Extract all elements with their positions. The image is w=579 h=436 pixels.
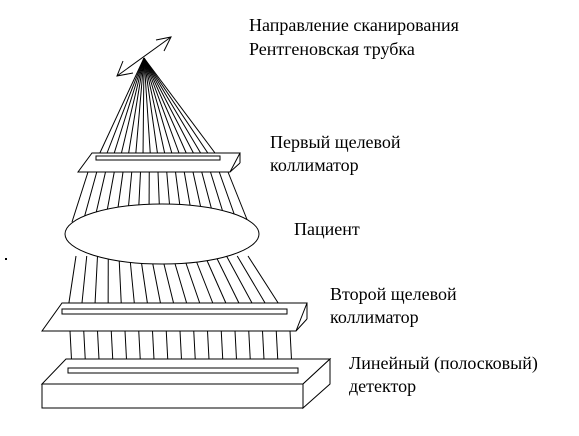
transmitted-beam <box>67 255 77 310</box>
first-collimator-label: Первый щелевой коллиматор <box>270 131 401 177</box>
fan-beam <box>112 57 145 158</box>
patient-ellipse <box>64 203 260 265</box>
transmitted-beam <box>80 255 88 310</box>
fan-beam <box>143 57 174 158</box>
fan-beam <box>143 57 219 158</box>
fan-beam <box>143 57 196 158</box>
stray-dot <box>5 258 7 260</box>
fan-beam <box>143 57 166 158</box>
detector-line-1: Линейный (полосковый) <box>349 353 538 373</box>
fan-beam <box>97 57 145 158</box>
transmitted-beam <box>172 255 189 310</box>
first-collimator-line-2: коллиматор <box>270 155 359 175</box>
first-collimator-line-1: Первый щелевой <box>270 132 401 152</box>
second-collimator-label: Второй щелевой коллиматор <box>330 283 457 329</box>
xray-tube-label: Рентгеновская трубка <box>249 39 415 59</box>
detector-line-2: детектор <box>349 376 417 396</box>
collimated-beam <box>227 171 249 223</box>
scan-direction-arrow <box>116 36 172 77</box>
first-slit-collimator <box>77 152 241 173</box>
fan-beam <box>135 57 145 158</box>
second-collimator-line-1: Второй щелевой <box>330 284 457 304</box>
fan-beam <box>127 57 145 158</box>
transmitted-beam <box>193 255 216 310</box>
fan-beam <box>105 57 145 158</box>
collimated-beam <box>71 171 89 223</box>
transmitted-beam <box>129 255 136 310</box>
scan-direction-label: Направление сканирования <box>249 15 459 35</box>
fan-beam <box>143 57 211 158</box>
fan-beam <box>143 57 181 158</box>
transmitted-beam <box>183 255 203 310</box>
patient-label: Пациент <box>294 219 360 239</box>
transmitted-beam <box>247 255 283 310</box>
second-collimator-line-2: коллиматор <box>330 307 419 327</box>
transmitted-beam <box>118 255 122 310</box>
fan-beam <box>142 57 145 158</box>
second-slit-collimator <box>41 302 308 332</box>
fan-beam <box>143 57 159 158</box>
transmitted-beam <box>140 255 149 310</box>
fan-beam <box>143 57 204 158</box>
fan-beam <box>143 57 151 158</box>
fan-beam <box>120 57 145 158</box>
fan-beam <box>143 57 189 158</box>
detector-label: Линейный (полосковый) детектор <box>349 352 538 398</box>
collimated-beam <box>82 171 98 223</box>
linear-strip-detector <box>40 357 332 410</box>
transmitted-beam <box>215 255 243 310</box>
transmitted-beam <box>161 255 176 310</box>
transmitted-beam <box>94 255 98 310</box>
transmitted-beam <box>150 255 163 310</box>
transmitted-beam <box>204 255 229 310</box>
transmitted-beam <box>226 255 256 310</box>
transmitted-beam <box>236 255 270 310</box>
